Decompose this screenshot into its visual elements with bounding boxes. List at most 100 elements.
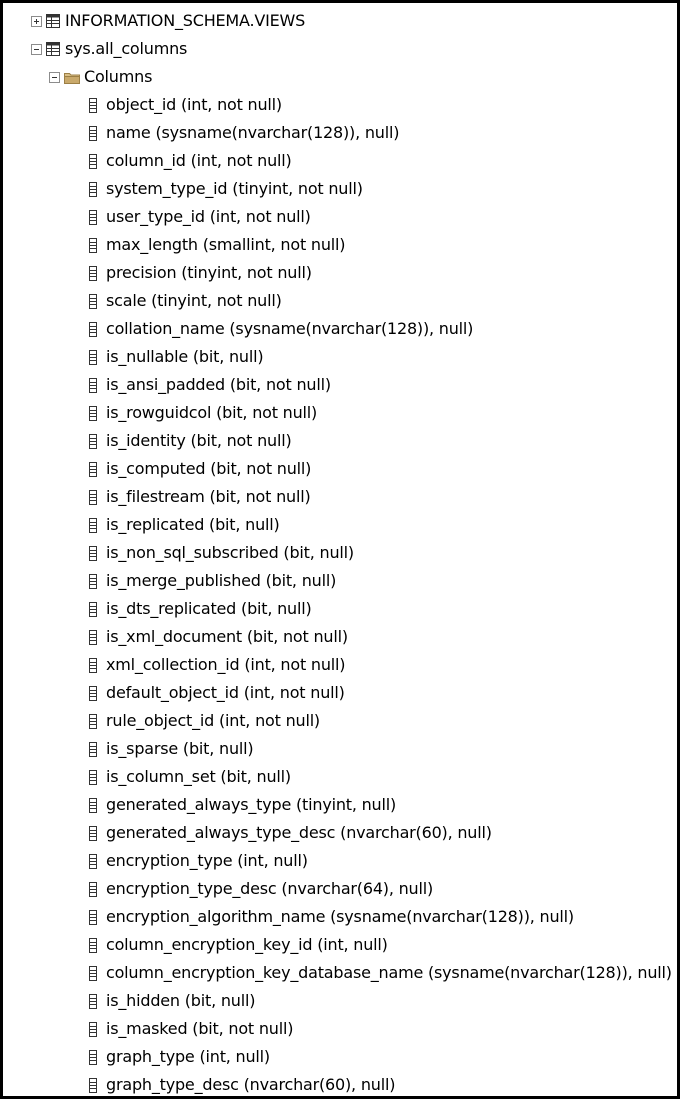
column-label: rule_object_id (int, not null) bbox=[106, 711, 320, 730]
column-item[interactable]: default_object_id (int, not null) bbox=[89, 679, 345, 707]
column-label: is_xml_document (bit, not null) bbox=[106, 627, 348, 646]
column-item[interactable]: collation_name (sysname(nvarchar(128)), … bbox=[89, 315, 473, 343]
column-icon bbox=[89, 601, 97, 617]
column-item[interactable]: is_xml_document (bit, not null) bbox=[89, 623, 348, 651]
column-icon bbox=[89, 937, 97, 953]
column-icon bbox=[89, 125, 97, 141]
column-label: column_id (int, not null) bbox=[106, 151, 292, 170]
column-icon bbox=[89, 657, 97, 673]
column-icon bbox=[89, 853, 97, 869]
column-label: is_dts_replicated (bit, null) bbox=[106, 599, 312, 618]
column-item[interactable]: is_computed (bit, not null) bbox=[89, 455, 311, 483]
column-label: generated_always_type (tinyint, null) bbox=[106, 795, 397, 814]
column-label: name (sysname(nvarchar(128)), null) bbox=[106, 123, 400, 142]
column-label: is_nullable (bit, null) bbox=[106, 347, 264, 366]
column-label: is_ansi_padded (bit, not null) bbox=[106, 375, 331, 394]
collapse-icon[interactable] bbox=[31, 43, 42, 55]
column-label: is_hidden (bit, null) bbox=[106, 991, 256, 1010]
column-item[interactable]: generated_always_type_desc (nvarchar(60)… bbox=[89, 819, 492, 847]
tree-node-sys-all-columns[interactable]: sys.all_columns bbox=[31, 35, 187, 63]
column-label: encryption_type_desc (nvarchar(64), null… bbox=[106, 879, 434, 898]
column-label: is_filestream (bit, not null) bbox=[106, 487, 311, 506]
column-label: user_type_id (int, not null) bbox=[106, 207, 311, 226]
column-icon bbox=[89, 1049, 97, 1065]
folder-icon bbox=[64, 72, 80, 84]
column-label: default_object_id (int, not null) bbox=[106, 683, 345, 702]
column-label: object_id (int, not null) bbox=[106, 95, 282, 114]
column-item[interactable]: encryption_type (int, null) bbox=[89, 847, 308, 875]
column-item[interactable]: object_id (int, not null) bbox=[89, 91, 282, 119]
tree-node-columns-folder[interactable]: Columns bbox=[49, 63, 152, 91]
column-label: is_replicated (bit, null) bbox=[106, 515, 280, 534]
column-label: generated_always_type_desc (nvarchar(60)… bbox=[106, 823, 492, 842]
column-item[interactable]: is_column_set (bit, null) bbox=[89, 763, 291, 791]
column-label: is_computed (bit, not null) bbox=[106, 459, 312, 478]
column-item[interactable]: is_nullable (bit, null) bbox=[89, 343, 264, 371]
column-label: encryption_algorithm_name (sysname(nvarc… bbox=[106, 907, 574, 926]
column-icon bbox=[89, 153, 97, 169]
column-icon bbox=[89, 405, 97, 421]
column-item[interactable]: is_replicated (bit, null) bbox=[89, 511, 280, 539]
column-item[interactable]: xml_collection_id (int, not null) bbox=[89, 651, 346, 679]
column-item[interactable]: graph_type_desc (nvarchar(60), null) bbox=[89, 1071, 395, 1099]
column-icon bbox=[89, 461, 97, 477]
column-icon bbox=[89, 1021, 97, 1037]
column-label: graph_type (int, null) bbox=[106, 1047, 270, 1066]
column-icon bbox=[89, 629, 97, 645]
column-item[interactable]: is_hidden (bit, null) bbox=[89, 987, 255, 1015]
column-label: is_column_set (bit, null) bbox=[106, 767, 291, 786]
column-item[interactable]: encryption_type_desc (nvarchar(64), null… bbox=[89, 875, 433, 903]
column-label: encryption_type (int, null) bbox=[106, 851, 308, 870]
column-icon bbox=[89, 181, 97, 197]
column-item[interactable]: column_encryption_key_id (int, null) bbox=[89, 931, 388, 959]
column-item[interactable]: system_type_id (tinyint, not null) bbox=[89, 175, 363, 203]
column-icon bbox=[89, 517, 97, 533]
column-item[interactable]: encryption_algorithm_name (sysname(nvarc… bbox=[89, 903, 574, 931]
tree-node-label: Columns bbox=[84, 67, 153, 86]
column-icon bbox=[89, 265, 97, 281]
column-item[interactable]: column_encryption_key_database_name (sys… bbox=[89, 959, 672, 987]
column-item[interactable]: is_merge_published (bit, null) bbox=[89, 567, 336, 595]
expand-icon[interactable] bbox=[31, 15, 42, 27]
column-item[interactable]: rule_object_id (int, not null) bbox=[89, 707, 320, 735]
column-item[interactable]: name (sysname(nvarchar(128)), null) bbox=[89, 119, 399, 147]
column-icon bbox=[89, 713, 97, 729]
column-item[interactable]: graph_type (int, null) bbox=[89, 1043, 270, 1071]
column-item[interactable]: is_ansi_padded (bit, not null) bbox=[89, 371, 331, 399]
column-item[interactable]: is_rowguidcol (bit, not null) bbox=[89, 399, 317, 427]
column-item[interactable]: is_sparse (bit, null) bbox=[89, 735, 254, 763]
tree-node-label: INFORMATION_SCHEMA.VIEWS bbox=[65, 11, 306, 30]
column-icon bbox=[89, 797, 97, 813]
column-icon bbox=[89, 97, 97, 113]
column-label: scale (tinyint, not null) bbox=[106, 291, 282, 310]
column-label: system_type_id (tinyint, not null) bbox=[106, 179, 363, 198]
tree-node-information-schema-views[interactable]: INFORMATION_SCHEMA.VIEWS bbox=[31, 7, 305, 35]
column-item[interactable]: generated_always_type (tinyint, null) bbox=[89, 791, 396, 819]
column-label: is_non_sql_subscribed (bit, null) bbox=[106, 543, 354, 562]
column-item[interactable]: scale (tinyint, not null) bbox=[89, 287, 282, 315]
column-icon bbox=[89, 1077, 97, 1093]
column-icon bbox=[89, 377, 97, 393]
column-item[interactable]: column_id (int, not null) bbox=[89, 147, 292, 175]
column-item[interactable]: max_length (smallint, not null) bbox=[89, 231, 346, 259]
column-item[interactable]: precision (tinyint, not null) bbox=[89, 259, 312, 287]
view-icon bbox=[46, 42, 60, 56]
column-item[interactable]: is_filestream (bit, not null) bbox=[89, 483, 311, 511]
column-icon bbox=[89, 965, 97, 981]
column-item[interactable]: is_masked (bit, not null) bbox=[89, 1015, 293, 1043]
collapse-icon[interactable] bbox=[49, 71, 60, 83]
column-label: is_rowguidcol (bit, not null) bbox=[106, 403, 318, 422]
view-icon bbox=[46, 14, 60, 28]
column-label: xml_collection_id (int, not null) bbox=[106, 655, 346, 674]
column-label: graph_type_desc (nvarchar(60), null) bbox=[106, 1075, 396, 1094]
column-item[interactable]: is_non_sql_subscribed (bit, null) bbox=[89, 539, 354, 567]
column-label: is_sparse (bit, null) bbox=[106, 739, 254, 758]
column-icon bbox=[89, 909, 97, 925]
column-item[interactable]: user_type_id (int, not null) bbox=[89, 203, 311, 231]
column-icon bbox=[89, 321, 97, 337]
column-item[interactable]: is_identity (bit, not null) bbox=[89, 427, 292, 455]
column-icon bbox=[89, 349, 97, 365]
column-item[interactable]: is_dts_replicated (bit, null) bbox=[89, 595, 312, 623]
column-label: is_masked (bit, not null) bbox=[106, 1019, 294, 1038]
